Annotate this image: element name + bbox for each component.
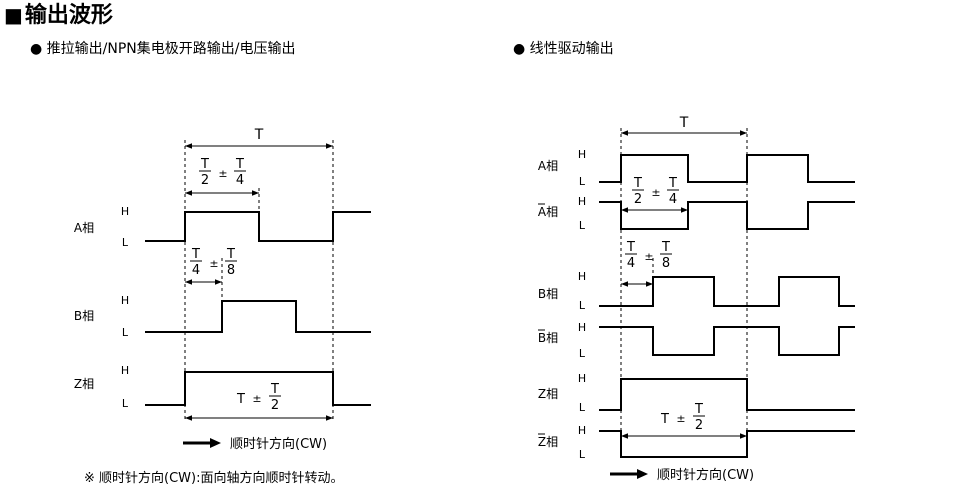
svg-text:T: T (660, 412, 669, 427)
svg-text:±: ± (651, 186, 660, 199)
right-cw-label: 顺时针方向(CW) (657, 467, 754, 483)
svg-text:2: 2 (695, 418, 703, 433)
left-a-waveform (145, 211, 371, 242)
svg-text:4: 4 (192, 263, 200, 278)
svg-text:2: 2 (271, 398, 279, 413)
right-z-bar-low: L (579, 448, 586, 461)
svg-text:T: T (236, 392, 245, 407)
right-z-waveform (599, 378, 855, 411)
right-a-high: H (578, 148, 586, 161)
right-b-bar-low: L (579, 347, 586, 360)
title-text: 输出波形 (24, 3, 113, 28)
svg-text:T: T (626, 240, 635, 255)
svg-text:8: 8 (662, 256, 670, 271)
cw-footnote: ※ 顺时针方向(CW):面向轴方向顺时针转动。 (84, 471, 344, 486)
right-z-high: H (578, 372, 586, 385)
svg-text:T: T (694, 402, 703, 417)
right-label-b-bar: B相 (538, 331, 558, 345)
title-marker: ■ (4, 3, 23, 27)
svg-text:±: ± (252, 392, 261, 405)
right-a-waveform (599, 154, 855, 183)
right-b-low: L (579, 299, 586, 312)
left-cw-label: 顺时针方向(CW) (230, 436, 327, 452)
right-b-bar-high: H (578, 321, 586, 334)
right-period-label: T (679, 115, 689, 131)
right-a-width-label: T 2 ± T 4 (632, 176, 679, 207)
left-b-high: H (121, 294, 129, 307)
left-z-low: L (122, 397, 129, 410)
left-z-width-label: T ± T 2 (236, 382, 281, 413)
left-b-waveform (145, 300, 371, 333)
right-z-bar-waveform (599, 430, 855, 458)
svg-text:±: ± (218, 167, 227, 180)
left-a-low: L (122, 236, 129, 249)
left-cw-arrowhead-icon (210, 438, 221, 448)
left-a-high: H (121, 205, 129, 218)
svg-text:2: 2 (634, 192, 642, 207)
left-a-width-label: T 2 ± T 4 (199, 157, 246, 188)
svg-text:±: ± (676, 412, 685, 425)
right-z-bar-high: H (578, 424, 586, 437)
left-label-a: A相 (74, 221, 94, 235)
page-title: ■输出波形 (4, 2, 113, 29)
right-b-waveform (599, 276, 855, 307)
right-b-bar-waveform (599, 326, 855, 356)
svg-text:T: T (661, 240, 670, 255)
right-label-z-bar: Z相 (538, 435, 558, 449)
right-a-low: L (579, 175, 586, 188)
left-label-b: B相 (74, 309, 94, 323)
svg-text:±: ± (644, 250, 653, 263)
section-heading-push-pull: ● 推拉输出/NPN集电极开路输出/电压输出 (30, 41, 296, 57)
left-phase-diff-label: T 4 ± T 8 (190, 247, 237, 278)
right-cw-arrowhead-icon (637, 469, 648, 479)
svg-text:T: T (633, 176, 642, 191)
right-z-width-label: T ± T 2 (660, 402, 705, 433)
svg-text:4: 4 (669, 192, 677, 207)
right-a-bar-waveform (599, 201, 855, 230)
right-label-z: Z相 (538, 387, 558, 401)
right-a-bar-high: H (578, 195, 586, 208)
section-heading-line-driver: ● 线性驱动输出 (513, 41, 614, 57)
left-waveform-diagram: T T 2 ± T 4 A相 H L T 4 ± T 8 B相 H (74, 127, 371, 452)
left-b-low: L (122, 326, 129, 339)
svg-text:8: 8 (227, 263, 235, 278)
right-b-high: H (578, 270, 586, 283)
svg-text:T: T (200, 157, 209, 172)
svg-text:4: 4 (627, 256, 635, 271)
left-label-z: Z相 (74, 377, 94, 391)
left-z-high: H (121, 364, 129, 377)
svg-text:±: ± (209, 257, 218, 270)
svg-text:4: 4 (236, 173, 244, 188)
svg-text:2: 2 (201, 173, 209, 188)
right-waveform-diagram: T A相 H L T 2 ± T 4 A相 H L T 4 ± T (538, 115, 855, 483)
svg-text:T: T (226, 247, 235, 262)
svg-text:T: T (191, 247, 200, 262)
right-phase-diff-label: T 4 ± T 8 (625, 240, 672, 271)
right-label-a: A相 (538, 159, 558, 173)
right-z-low: L (579, 401, 586, 414)
left-z-waveform (145, 371, 371, 406)
right-a-bar-low: L (579, 219, 586, 232)
svg-text:T: T (235, 157, 244, 172)
left-period-label: T (254, 127, 264, 143)
right-label-b: B相 (538, 287, 558, 301)
right-label-a-bar: A相 (538, 205, 558, 219)
svg-text:T: T (270, 382, 279, 397)
svg-text:T: T (668, 176, 677, 191)
